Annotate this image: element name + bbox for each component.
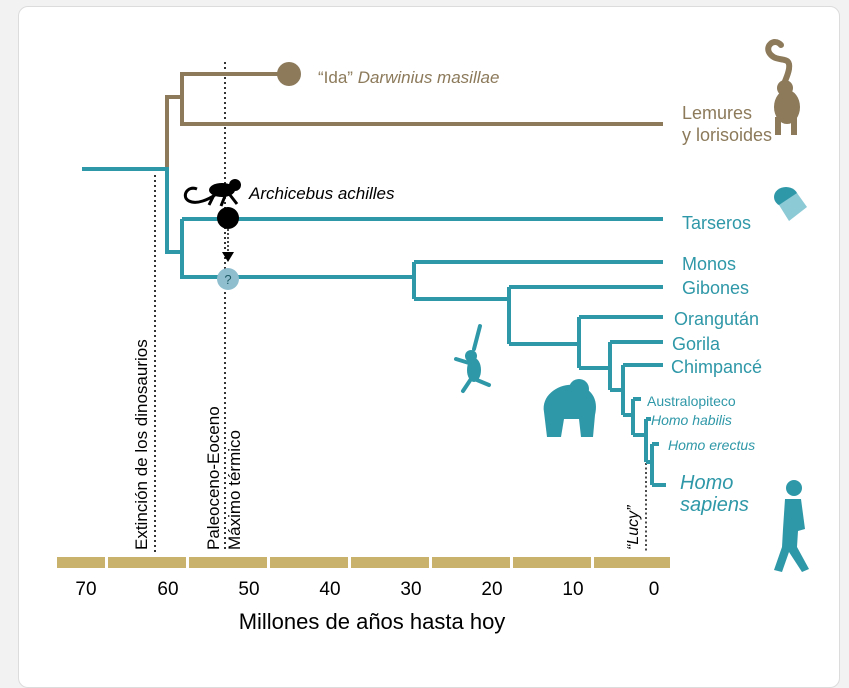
orangutan-label: Orangután [674, 309, 759, 329]
axis-title: Millones de años hasta hoy [239, 609, 506, 634]
tarsier-icon [774, 187, 807, 221]
petm-label-line2: Máximo térmico [225, 430, 244, 550]
phylogeny-diagram: ? “Ida” Darwinius masillae Lemures y lor… [57, 39, 809, 634]
archicebus-fossil-marker [217, 207, 239, 229]
tick-label: 30 [400, 579, 421, 600]
archicebus-icon [183, 179, 241, 207]
ida-label: “Ida” Darwinius masillae [318, 68, 499, 87]
down-arrow-icon [222, 252, 234, 262]
tick-label: 10 [562, 579, 583, 600]
homo-erectus-label: Homo erectus [668, 437, 755, 453]
human-icon [774, 480, 809, 572]
gibbon-icon [454, 324, 491, 393]
monkeys-label: Monos [682, 254, 736, 274]
homo-sapiens-label-line1: Homo [680, 472, 733, 494]
figure-card: ? “Ida” Darwinius masillae Lemures y lor… [18, 6, 840, 688]
australopithecus-label: Australopiteco [647, 393, 736, 409]
unknown-ancestor-label: ? [224, 272, 231, 287]
lemurs-label-line2: y lorisoides [682, 125, 772, 145]
gorilla-icon [543, 379, 597, 437]
tick-label: 70 [75, 579, 96, 600]
tick-label: 50 [238, 579, 259, 600]
archicebus-label: Archicebus achilles [248, 184, 395, 203]
lucy-label: “Lucy” [625, 505, 642, 550]
tick-label: 60 [157, 579, 178, 600]
petm-label-line1: Paleoceno-Eoceno [204, 406, 223, 550]
lemur-branches [165, 72, 663, 252]
homo-sapiens-label-line2: sapiens [680, 494, 749, 516]
gibbons-label: Gibones [682, 278, 749, 298]
tarsiers-label: Tarseros [682, 213, 751, 233]
time-axis-bar [57, 557, 670, 568]
gorilla-label: Gorila [672, 334, 721, 354]
ida-fossil-marker [277, 62, 301, 86]
homo-habilis-label: Homo habilis [651, 412, 732, 428]
axis-ticks: 70 60 50 40 30 20 10 0 [75, 579, 659, 600]
lemurs-label-line1: Lemures [682, 103, 752, 123]
tick-label: 20 [481, 579, 502, 600]
unknown-ancestor-marker [217, 268, 239, 290]
lemur-icon [765, 39, 800, 135]
tick-label: 40 [319, 579, 340, 600]
chimpanzee-label: Chimpancé [671, 357, 762, 377]
dinosaur-extinction-label: Extinción de los dinosaurios [132, 339, 151, 550]
tick-label: 0 [649, 579, 660, 600]
primate-branches [82, 167, 666, 487]
